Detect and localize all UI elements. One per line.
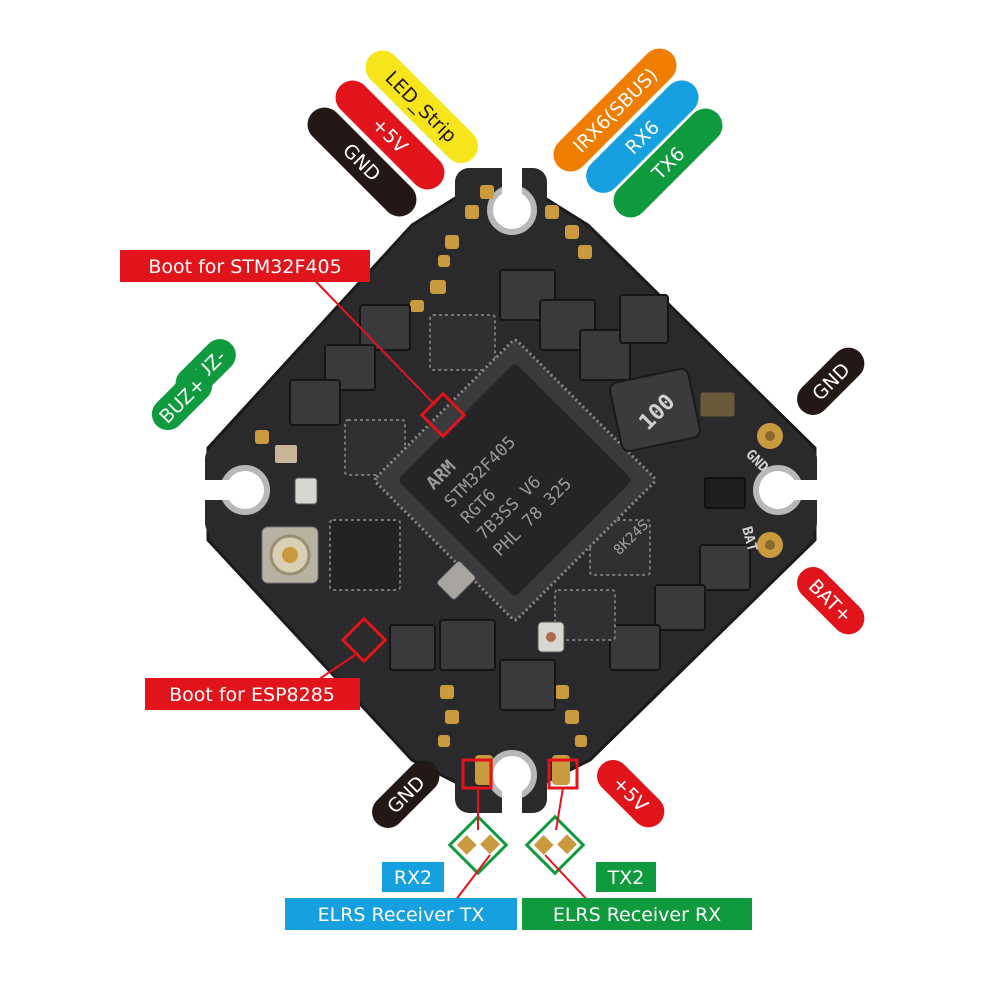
regulator-ic xyxy=(704,477,746,509)
leader-boot-stm xyxy=(299,264,436,406)
label-gnd-right-bg xyxy=(797,347,865,415)
label-buz-plus-bg xyxy=(151,369,213,431)
label-boot-stm: Boot for STM32F405 xyxy=(148,256,341,278)
silk-bat: BAT xyxy=(738,525,760,554)
driver-ic-bottom xyxy=(554,589,616,641)
ufl-antenna-connector xyxy=(261,526,319,584)
label-gnd-bottom-bg xyxy=(372,760,440,828)
elrs-pad-right xyxy=(524,814,586,876)
label-boot-stm-bg xyxy=(120,250,370,282)
label-rx6-bg xyxy=(586,80,699,193)
leader-5v-pad xyxy=(555,787,564,831)
label-tx2-bg xyxy=(596,862,656,892)
label-5v-top-bg xyxy=(335,80,445,190)
label-tx2: TX2 xyxy=(607,867,645,889)
mosfets xyxy=(289,269,751,711)
inductor: 100 xyxy=(609,367,701,453)
label-gnd-top-bg xyxy=(307,107,417,217)
boot-esp-pad-box xyxy=(340,616,388,664)
beige-cap xyxy=(275,445,297,463)
label-rx2-bg xyxy=(382,862,444,892)
solder-pads xyxy=(255,185,592,785)
label-5v-bottom-bg xyxy=(597,760,665,828)
boot-stm-pad-box xyxy=(419,391,467,439)
pcb-board: ARM STM32F405 RGT6 7B3SS V6 PHL 78 325 1… xyxy=(198,160,823,815)
leader-elrs-tx xyxy=(451,854,491,906)
label-boot-esp-bg xyxy=(145,678,360,710)
label-elrs-rx-bg xyxy=(522,898,752,930)
driver-ic-left xyxy=(344,419,406,476)
leader-elrs-rx xyxy=(544,854,593,906)
label-elrs-rx: ELRS Receiver RX xyxy=(553,904,721,926)
label-elrs-tx-bg xyxy=(285,898,517,930)
crystal xyxy=(436,560,476,600)
label-rx2: RX2 xyxy=(394,867,432,889)
label-elrs-tx: ELRS Receiver TX xyxy=(318,904,485,926)
driver-ic-right xyxy=(589,519,651,576)
label-irx6-bg xyxy=(553,48,677,172)
label-bat-plus-bg xyxy=(797,567,865,635)
label-led-strip-bg xyxy=(365,50,479,164)
label-boot-esp: Boot for ESP8285 xyxy=(169,684,335,706)
esp8285-chip xyxy=(329,519,401,591)
driver-ic-top xyxy=(429,314,496,371)
label-tx6-bg xyxy=(613,108,723,218)
mcu-stm32f405: ARM STM32F405 RGT6 7B3SS V6 PHL 78 325 xyxy=(373,338,657,622)
